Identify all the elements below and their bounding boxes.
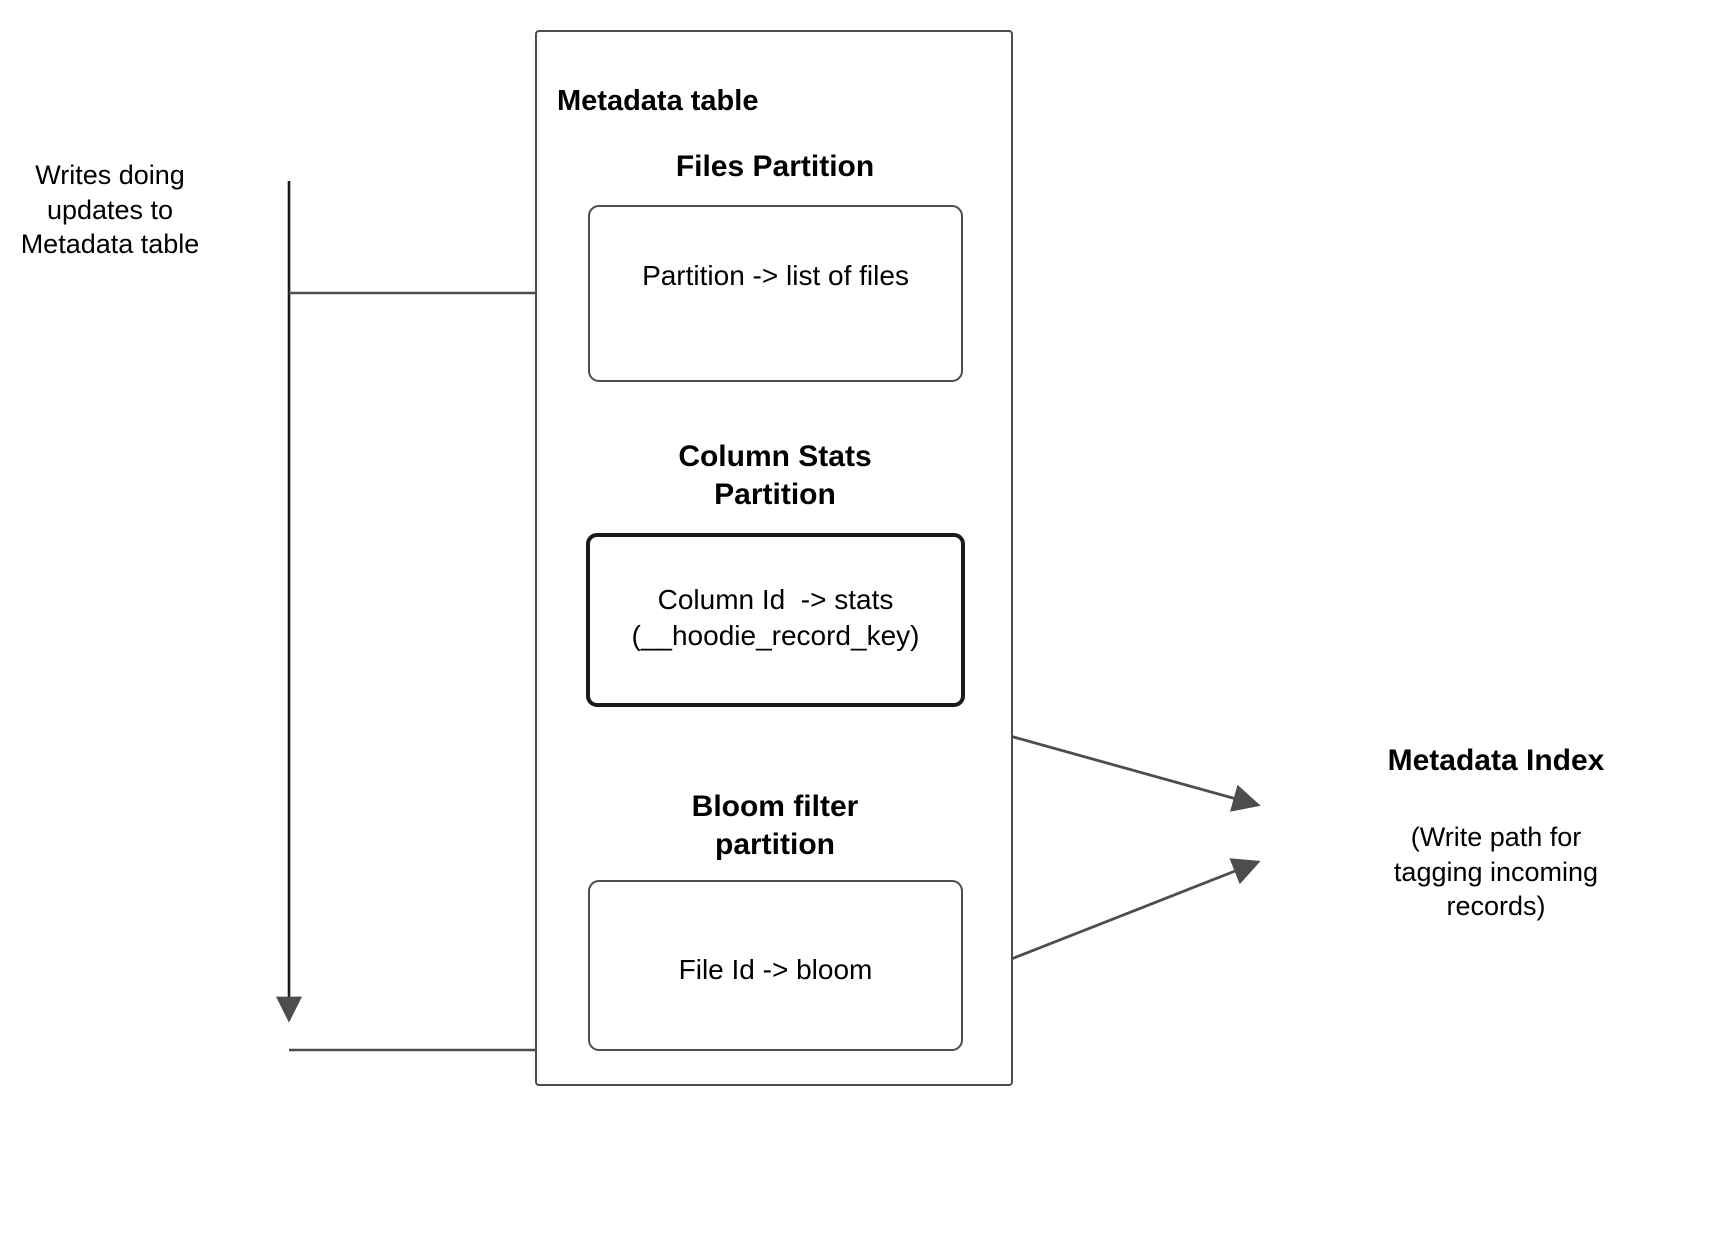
- bloom-filter-partition-heading: Bloom filter partition: [691, 790, 859, 862]
- column-stats-partition-box-text: Column Id -> stats (__hoodie_record_key): [631, 584, 920, 651]
- metadata-table-title: Metadata table: [557, 85, 759, 117]
- column-stats-partition-heading: Column Stats Partition: [678, 440, 872, 512]
- writes-note-label: Writes doing updates to Metadata table: [20, 160, 200, 260]
- files-partition-box: [588, 205, 963, 382]
- column-stats-partition-box: [586, 533, 965, 707]
- metadata-index-subtitle: (Write path for tagging incoming records…: [1393, 822, 1599, 922]
- files-partition-heading: Files Partition: [675, 150, 875, 183]
- bloom-filter-partition-box: [588, 880, 963, 1051]
- metadata-index-title: Metadata Index: [1387, 744, 1605, 777]
- files-partition-box-text: Partition -> list of files: [642, 260, 909, 291]
- bloom-filter-partition-box-text: File Id -> bloom: [678, 954, 873, 985]
